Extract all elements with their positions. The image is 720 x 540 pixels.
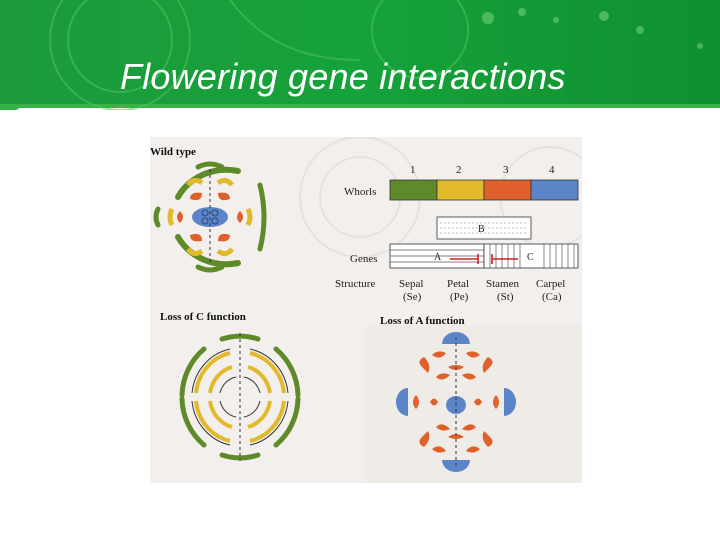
whorl-number-1: 1 — [410, 164, 416, 176]
structure-label: Structure — [335, 278, 375, 290]
whorl-number-2: 2 — [456, 164, 462, 176]
slide-title: Flowering gene interactions — [120, 56, 566, 97]
gene-b-label: B — [478, 224, 485, 235]
loss-of-a-label: Loss of A function — [380, 315, 465, 327]
mutual-repression-arrows — [450, 254, 518, 264]
gene-b-domain: B — [436, 216, 532, 240]
structure-sepal-abbr: (Se) — [403, 291, 422, 303]
structure-petal: Petal — [447, 278, 469, 290]
structure-carpel: Carpel — [536, 278, 565, 290]
header-banner — [0, 0, 720, 110]
whorls-label: Whorls — [344, 186, 376, 198]
structure-stamen: Stamen — [486, 278, 519, 290]
genes-label: Genes — [350, 253, 378, 265]
whorls-bar — [389, 179, 579, 201]
loss-of-a-flower — [396, 332, 516, 472]
loss-of-c-label: Loss of C function — [160, 311, 246, 323]
gene-c-domain: C — [483, 243, 579, 269]
flower-abc-model-figure: Wild type 1 2 3 4 Whorls — [150, 137, 582, 483]
structure-stamen-abbr: (St) — [497, 291, 514, 303]
structure-petal-abbr: (Pe) — [450, 291, 469, 303]
whorl-number-4: 4 — [549, 164, 555, 176]
wild-type-flower — [153, 161, 267, 273]
wild-type-label: Wild type — [150, 146, 196, 158]
gene-a-domain: A — [389, 243, 485, 269]
structure-carpel-abbr: (Ca) — [542, 291, 562, 303]
gene-a-label: A — [434, 252, 442, 263]
loss-of-c-flower — [179, 333, 301, 461]
gene-c-label: C — [527, 252, 534, 263]
structure-sepal: Sepal — [399, 278, 423, 290]
whorl-number-3: 3 — [503, 164, 509, 176]
